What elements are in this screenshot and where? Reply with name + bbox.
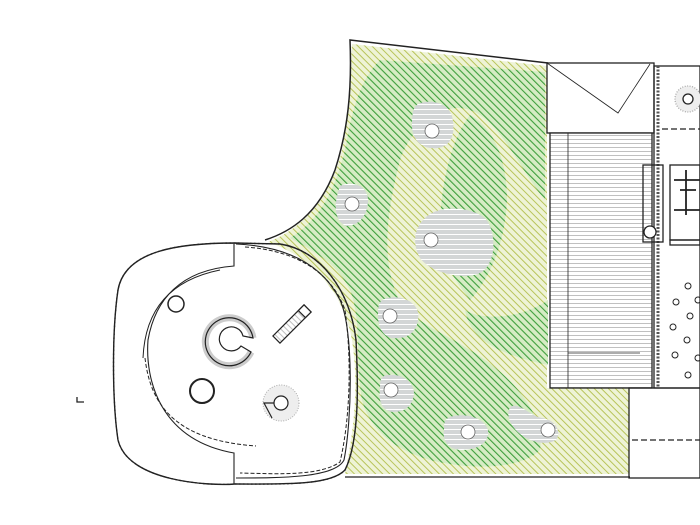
spiral-stair-icon	[201, 314, 257, 370]
spiral-stair-icon	[262, 384, 300, 422]
planting-zone	[465, 300, 548, 365]
column-icon	[167, 295, 185, 313]
tree-markers	[344, 123, 556, 440]
seating-marks	[669, 282, 700, 379]
ladder-stair-icon	[272, 304, 312, 344]
site-boundary	[264, 39, 549, 241]
corner-mark	[76, 397, 84, 403]
building	[546, 62, 700, 479]
pavilion-pod	[112, 242, 359, 486]
column-icon	[189, 378, 215, 404]
planting-zone	[290, 60, 545, 467]
